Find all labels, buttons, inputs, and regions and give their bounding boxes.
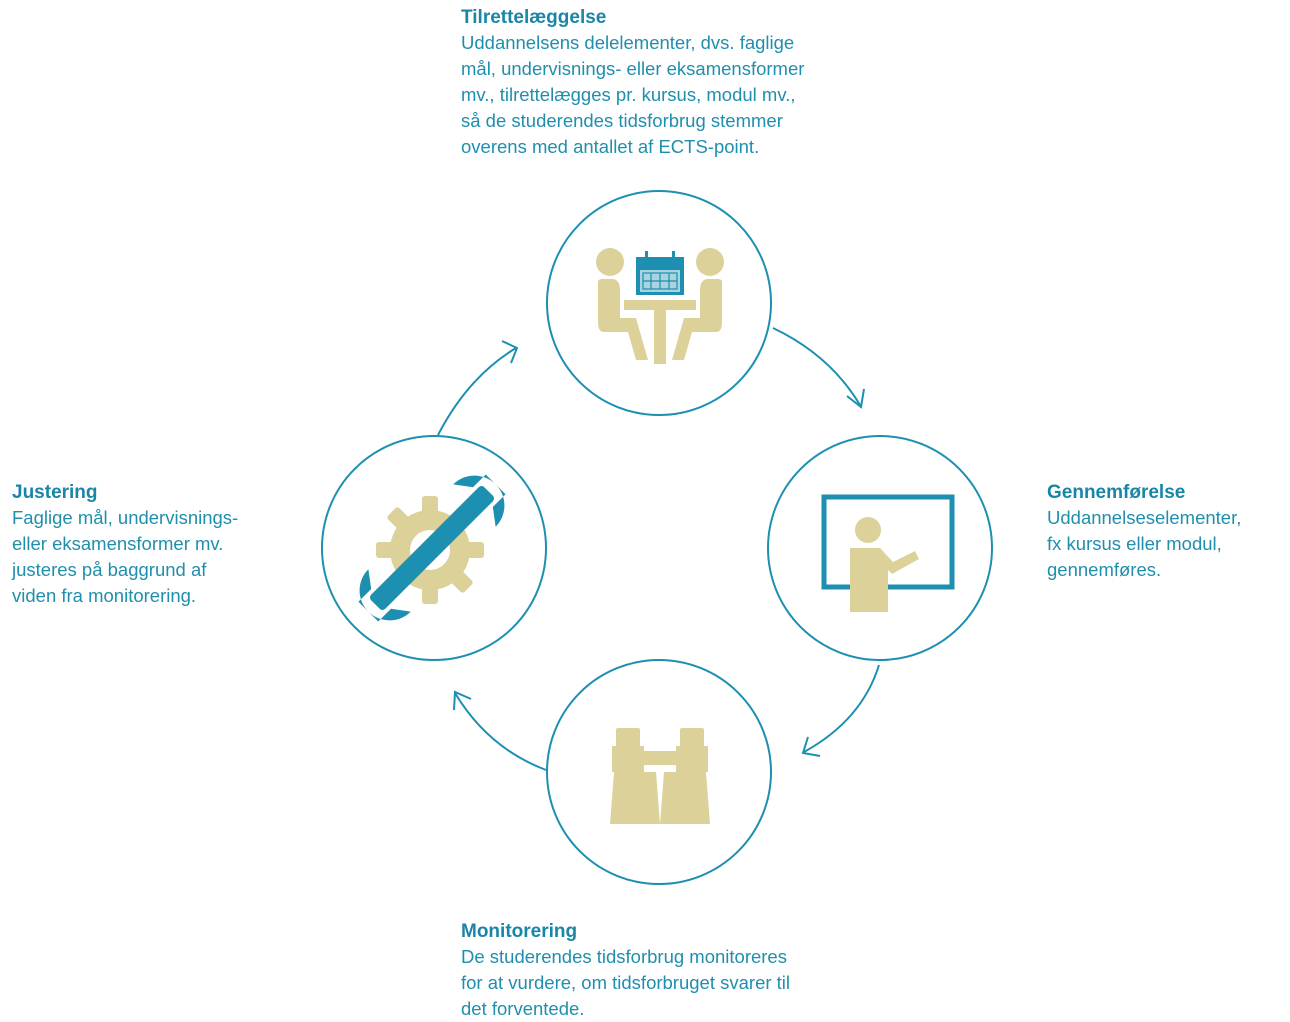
step-description-line: fx kursus eller modul, [1047,533,1222,554]
binoculars-icon [610,728,710,824]
step-description-line: Uddannelseselementer, [1047,507,1242,528]
arrow-bottom-to-left [453,690,547,771]
step-heading: Gennemførelse [1047,482,1186,503]
arrow-left-to-top [437,340,519,436]
step-description-line: justeres på baggrund af [12,559,207,580]
step-justering-text: Justering Faglige mål, undervisnings- el… [12,481,238,609]
presenter-whiteboard-icon [821,494,955,612]
step-heading: Monitorering [461,921,578,942]
arrow-right-to-bottom [801,664,880,757]
step-description-line: for at vurdere, om tidsforbruget svarer … [461,972,791,993]
step-description-line: eller eksamensformer mv. [12,533,224,554]
step-description-line: det forventede. [461,998,585,1019]
step-description-line: De studerendes tidsforbrug monitoreres [461,946,787,967]
step-description-line: viden fra monitorering. [12,585,197,606]
meeting-calendar-icon [596,248,724,364]
circle-bottom [546,659,772,885]
step-monitorering-text: Monitorering De studerendes tidsforbrug … [461,920,790,1022]
step-heading: Tilrettelæggelse [461,7,607,28]
step-description-line: mål, undervisnings- eller eksamensformer [461,58,805,79]
wrench-gear-icon [358,474,506,622]
step-description-line: Uddannelsens delelementer, dvs. faglige [461,32,795,53]
step-gennemfoerelse-text: Gennemførelse Uddannelseselementer, fx k… [1047,481,1241,583]
step-description-line: gennemføres. [1047,559,1162,580]
arrow-top-to-right [772,327,865,409]
step-description-line: Faglige mål, undervisnings- [12,507,239,528]
step-heading: Justering [12,482,98,503]
step-description-line: så de studerendes tidsforbrug stemmer [461,110,783,131]
step-description-line: mv., tilrettelægges pr. kursus, modul mv… [461,84,796,105]
step-description-line: overens med antallet af ECTS-point. [461,136,760,157]
step-tilrettelaeggelse-text: Tilrettelæggelse Uddannelsens delelement… [461,6,804,160]
